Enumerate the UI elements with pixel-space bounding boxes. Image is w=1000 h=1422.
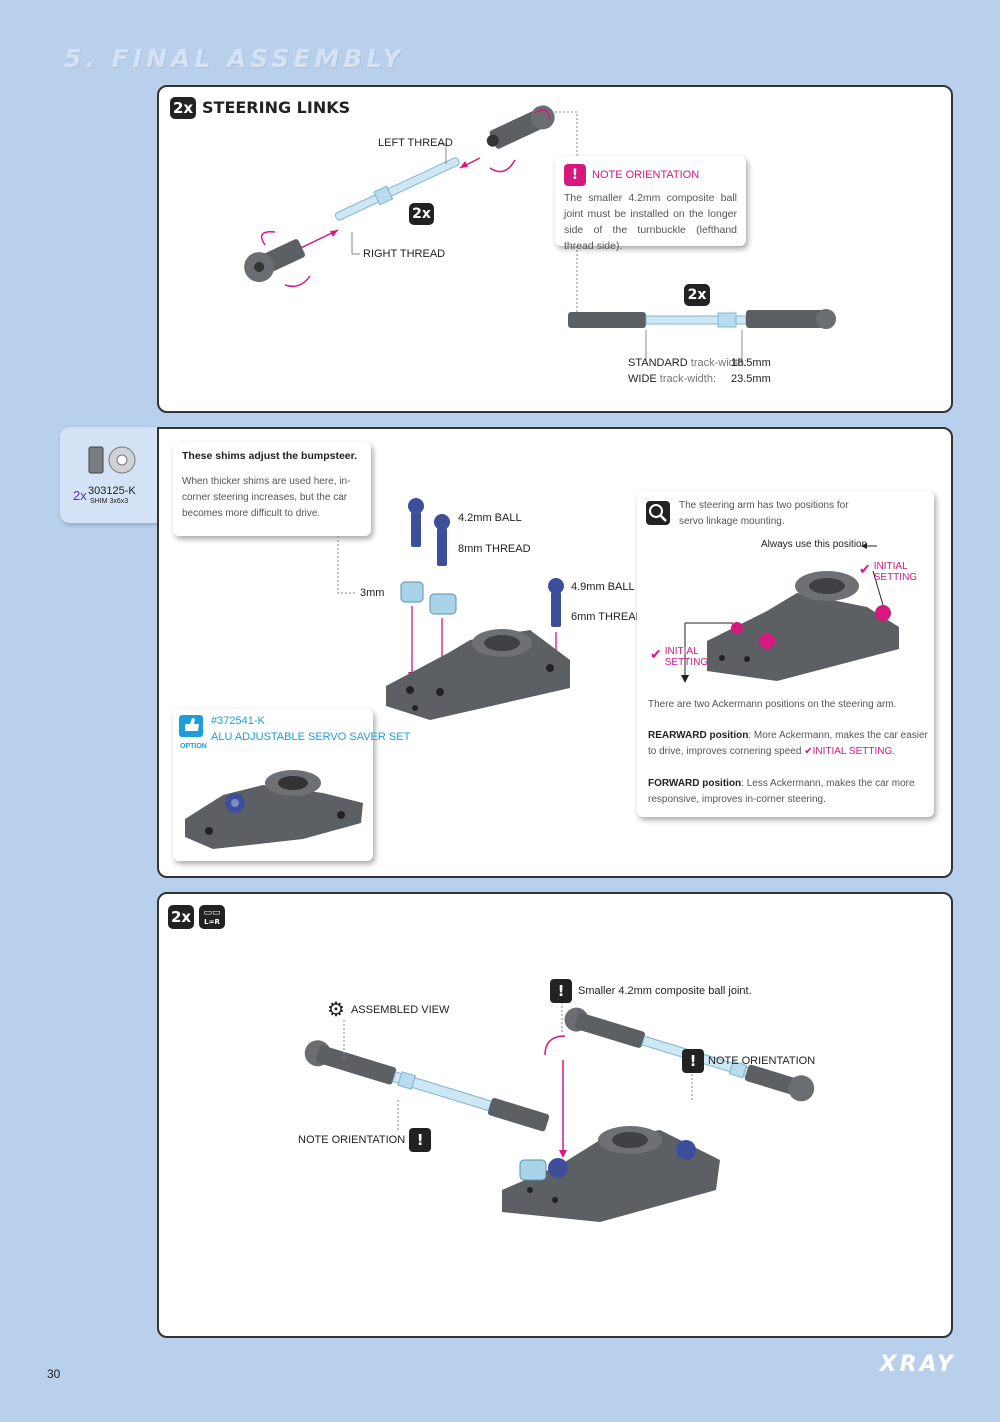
rearward-initial: INITIAL SETTING. xyxy=(812,746,896,757)
wide-label: WIDE xyxy=(628,373,657,385)
thread-6-label: 6mm THREAD xyxy=(571,611,644,623)
exclamation-icon: ! xyxy=(550,979,572,1003)
panel-title: STEERING LINKS xyxy=(202,98,351,117)
note-orientation-right-label: NOTE ORIENTATION xyxy=(708,1055,816,1067)
left-thread-label: LEFT THREAD xyxy=(378,137,453,149)
always-use-label: Always use this position xyxy=(761,539,868,550)
wide-value: 23.5mm xyxy=(731,373,771,385)
option-tag: OPTION xyxy=(180,743,207,750)
right-thread-label: RIGHT THREAD xyxy=(363,248,446,260)
servo-position-intro: The steering arm has two positions for s… xyxy=(679,500,849,527)
bumpsteer-title: These shims adjust the bumpsteer. xyxy=(182,450,358,462)
wide-track-width: WIDE track-width: xyxy=(628,373,716,385)
setting-label-1: SETTING xyxy=(873,572,918,583)
check-icon: ✔ xyxy=(804,746,813,757)
forward-label: FORWARD position xyxy=(648,778,742,789)
assembly-panel xyxy=(157,892,953,1338)
quantity-badge: 2x xyxy=(168,905,194,929)
note-orientation-callout: ! NOTE ORIENTATION The smaller 4.2mm com… xyxy=(555,156,746,252)
left-right-badge: ▭▭ L=R xyxy=(199,905,225,929)
thumbs-up-icon xyxy=(179,715,203,737)
parts-tab xyxy=(60,427,160,523)
servo-saver-image xyxy=(185,770,363,849)
assembled-view-label: ASSEMBLED VIEW xyxy=(350,1003,450,1016)
steering-arm-positions-image xyxy=(681,543,899,683)
steering-arm-info-callout: The steering arm has two positions for s… xyxy=(637,491,934,817)
smaller-ball-joint-item: ! Smaller 4.2mm composite ball joint. xyxy=(550,979,752,1003)
quantity-badge: 2x xyxy=(170,97,196,119)
standard-suffix: track-width: xyxy=(690,357,748,369)
option-callout: OPTION #372541-K ALU ADJUSTABLE SERVO SA… xyxy=(173,709,410,861)
section-title: 5. FINAL ASSEMBLY xyxy=(64,44,405,73)
initial-setting-top: ✔ INITIAL SETTING xyxy=(859,561,917,583)
note-orientation-right-item: ! NOTE ORIENTATION xyxy=(682,1049,815,1073)
note-title: NOTE ORIENTATION xyxy=(592,169,700,181)
gears-icon: ⚙ xyxy=(327,999,345,1021)
exclamation-icon: ! xyxy=(564,164,586,186)
initial-label-2: INITIAL xyxy=(664,646,699,657)
bumpsteer-text: When thicker shims are used here, in-cor… xyxy=(182,476,351,519)
exclamation-icon: ! xyxy=(409,1128,432,1152)
option-name: ALU ADJUSTABLE SERVO SAVER SET xyxy=(211,731,411,743)
check-icon: ✔ xyxy=(859,561,871,577)
ball-49-label: 4.9mm BALL xyxy=(571,581,635,593)
thread-8-label: 8mm THREAD xyxy=(458,543,531,555)
smaller-ball-joint-label: Smaller 4.2mm composite ball joint. xyxy=(578,985,752,997)
check-icon: ✔ xyxy=(650,646,662,662)
rearward-description: : More Ackermann, makes the car easier t… xyxy=(648,730,928,757)
link-quantity-badge: 2x xyxy=(684,284,710,306)
center-quantity-badge: 2x xyxy=(409,203,434,225)
magnifier-icon xyxy=(646,501,670,525)
note-orientation-left-item: NOTE ORIENTATION ! xyxy=(298,1128,432,1152)
xray-logo: XRAY xyxy=(879,1352,956,1377)
shim-3mm-label: 3mm xyxy=(360,587,385,599)
wide-suffix: track-width: xyxy=(659,373,717,385)
note-orientation-left-label: NOTE ORIENTATION xyxy=(298,1134,406,1146)
standard-value: 18.5mm xyxy=(731,357,771,369)
exclamation-icon: ! xyxy=(682,1049,704,1073)
assembled-view-item: ⚙ ASSEMBLED VIEW xyxy=(327,997,449,1022)
page-number: 30 xyxy=(47,1367,61,1381)
car-icon: ▭▭ xyxy=(203,908,221,918)
shim-part-number: 303125-K xyxy=(88,485,136,497)
rearward-text: REARWARD position: More Ackermann, makes… xyxy=(648,728,928,760)
forward-description: : Less Ackermann, makes the car more res… xyxy=(648,778,915,805)
ackermann-text: There are two Ackermann positions on the… xyxy=(648,699,897,710)
rearward-label: REARWARD position xyxy=(648,730,749,741)
ball-42-label: 4.2mm BALL xyxy=(458,512,522,524)
note-text: The smaller 4.2mm composite ball joint m… xyxy=(564,192,737,252)
setting-label-2: SETTING xyxy=(664,657,709,668)
forward-text: FORWARD position: Less Ackermann, makes … xyxy=(648,776,928,808)
standard-label: STANDARD xyxy=(628,357,688,369)
shim-name: SHIM 3x6x3 xyxy=(90,498,129,505)
standard-track-width: STANDARD track-width: xyxy=(628,357,747,369)
shim-qty: 2x xyxy=(73,488,87,503)
initial-label-1: INITIAL xyxy=(873,561,908,572)
initial-setting-left: ✔ INITIAL SETTING xyxy=(650,646,708,668)
bumpsteer-callout: These shims adjust the bumpsteer. When t… xyxy=(173,442,371,536)
lr-label: L=R xyxy=(204,918,220,926)
option-part-number: #372541-K xyxy=(211,715,265,727)
